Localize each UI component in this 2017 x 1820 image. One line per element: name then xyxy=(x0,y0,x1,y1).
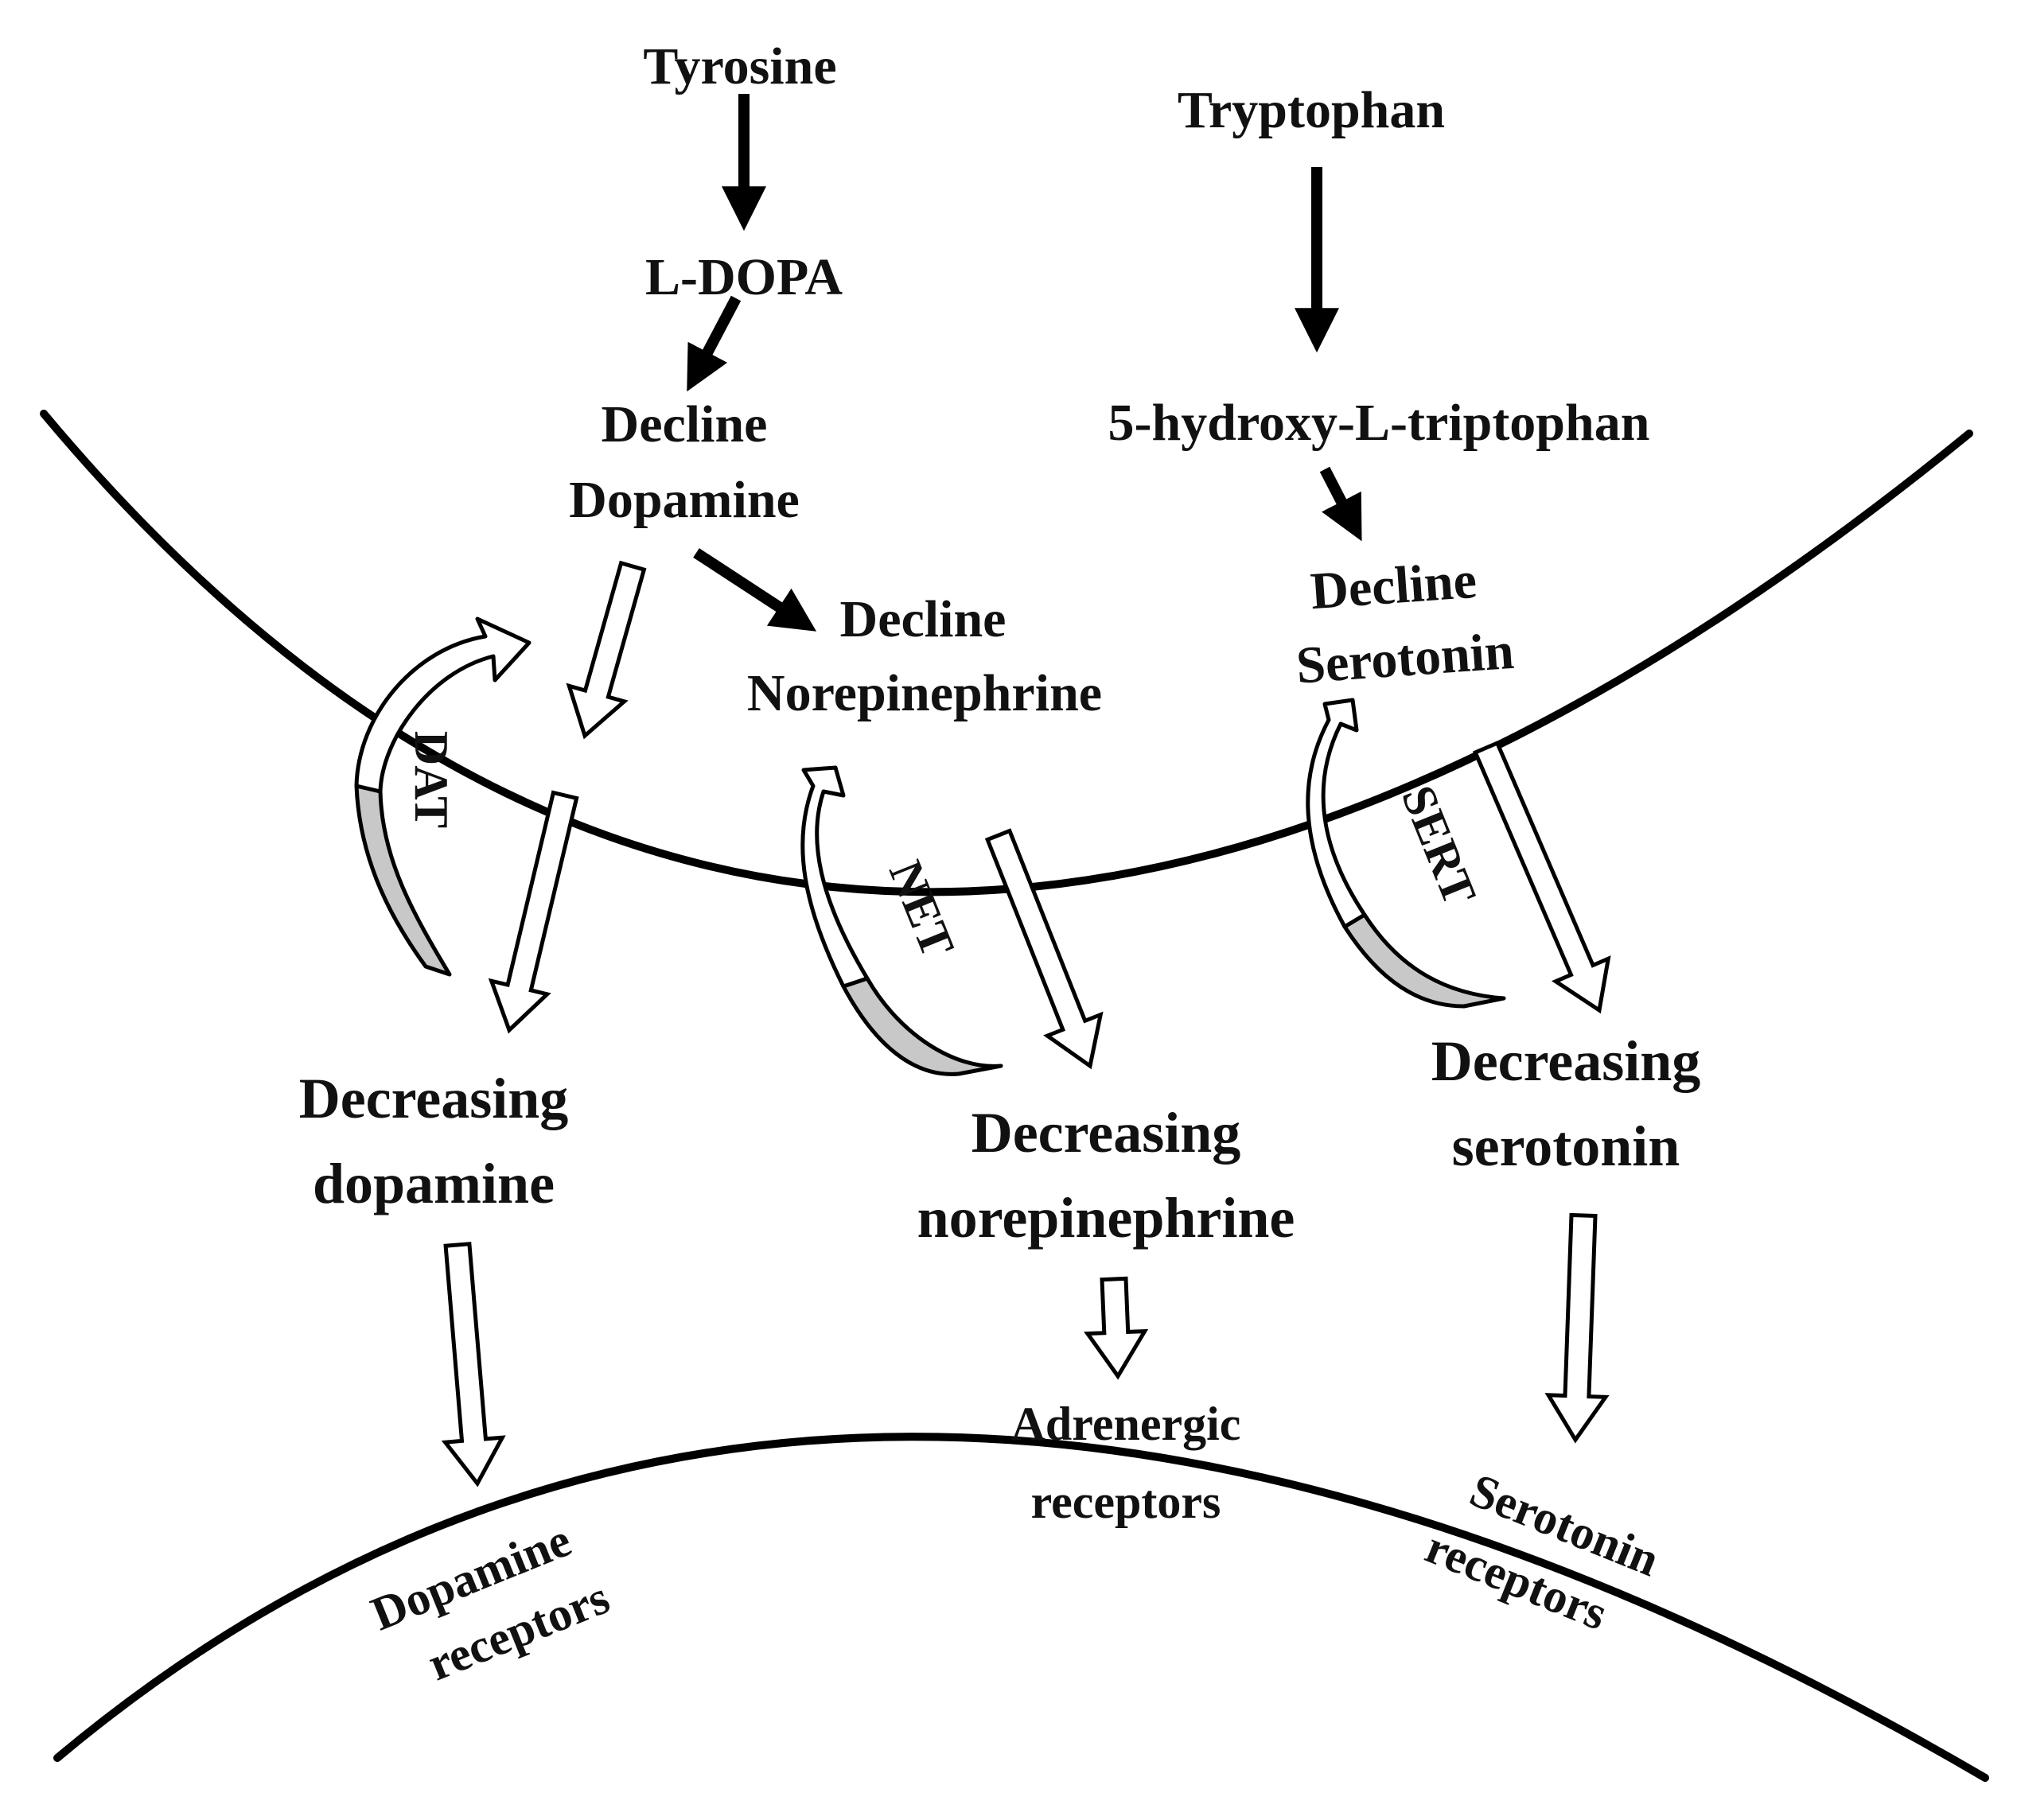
label-adrenergic-receptors-line1: Adrenergic xyxy=(1011,1398,1241,1450)
diffusion-arrow-serotonin xyxy=(1472,740,1611,1014)
label-decreasing-serotonin-line1: Decreasing xyxy=(1431,1029,1701,1093)
label-decline-norepinephrine-line2: Norepinephrine xyxy=(747,664,1102,722)
label-decline-dopamine-line1: Decline xyxy=(602,395,768,453)
label-decline-dopamine-line2: Dopamine xyxy=(569,471,800,529)
label-dat: DAT xyxy=(405,731,458,828)
receptor-arrow-serotonin xyxy=(1544,1212,1610,1444)
dat-reuptake-arrow xyxy=(354,616,532,977)
label-ldopa: L-DOPA xyxy=(645,248,843,306)
label-tyrosine: Tyrosine xyxy=(643,37,836,95)
sert-reuptake-arrow xyxy=(1306,698,1506,1009)
label-decreasing-norepinephrine-line2: norepinephrine xyxy=(917,1186,1295,1250)
label-decreasing-serotonin-line2: serotonin xyxy=(1452,1114,1680,1178)
label-adrenergic-receptors-line2: receptors xyxy=(1031,1476,1221,1528)
label-decreasing-norepinephrine-line1: Decreasing xyxy=(972,1101,1241,1165)
receptor-arrow-dopamine xyxy=(441,1242,506,1488)
label-decline-serotonin-line1: Decline xyxy=(1309,551,1479,620)
receptor-arrow-adrenergic xyxy=(1084,1276,1149,1380)
diffusion-arrow-dopamine xyxy=(488,790,579,1034)
label-decreasing-dopamine-line2: dopamine xyxy=(313,1152,555,1215)
label-decline-norepinephrine-line1: Decline xyxy=(840,590,1007,648)
presynaptic-membrane xyxy=(40,410,1973,896)
label-tryptophan: Tryptophan xyxy=(1178,81,1445,139)
label-decline-serotonin-line2: Serotonin xyxy=(1295,622,1516,695)
hollow-arrows xyxy=(441,560,1611,1488)
label-sert: SERT xyxy=(1392,778,1486,912)
arrow-5htp-to-serotonin xyxy=(1319,466,1362,542)
arrow-dopamine-to-norepinephrine xyxy=(693,548,817,632)
postsynaptic-membrane xyxy=(53,1433,1989,1782)
diffusion-arrow-norepinephrine xyxy=(984,828,1104,1070)
label-decreasing-dopamine-line1: Decreasing xyxy=(299,1067,569,1130)
label-net: NET xyxy=(879,854,964,964)
release-arrow-dopamine xyxy=(566,560,647,740)
net-reuptake-arrow xyxy=(800,765,1003,1076)
arrow-ldopa-to-dopamine xyxy=(687,295,742,392)
label-5-hydroxy-tryptophan: 5-hydroxy-L-triptophan xyxy=(1108,394,1650,452)
